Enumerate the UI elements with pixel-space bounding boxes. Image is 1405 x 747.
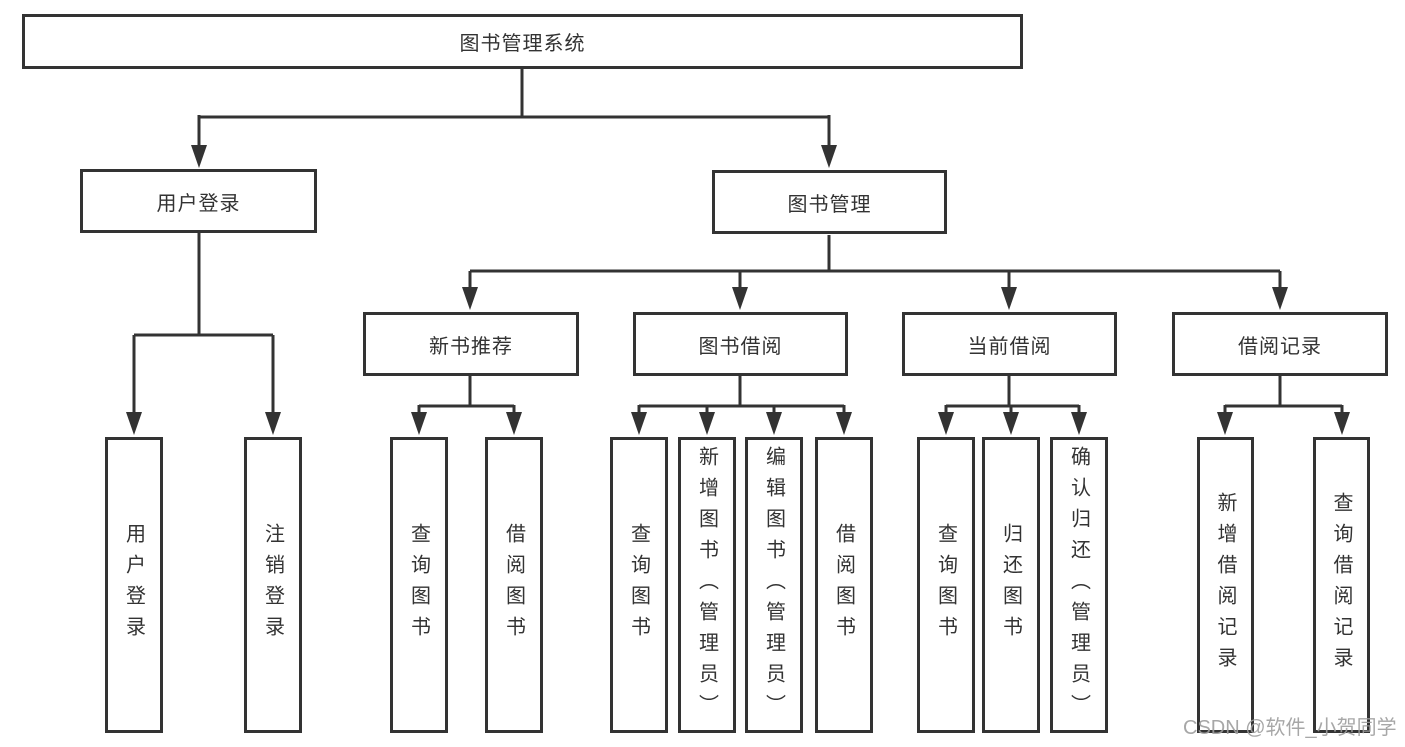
arrowhead-icon (938, 412, 954, 435)
leaf-add-borrow-record: 新增借阅记录 (1197, 437, 1254, 733)
leaf-label: 用户登录 (122, 523, 145, 647)
leaf-query-books-recommend: 查询图书 (390, 437, 448, 733)
leaf-label: 借阅图书 (502, 523, 525, 647)
leaf-label: 注销登录 (261, 523, 284, 647)
connector-path (132, 69, 1344, 414)
node-borrow-records: 借阅记录 (1172, 312, 1388, 376)
leaf-label: 新增图书（管理员） (695, 445, 718, 725)
leaf-query-books-current: 查询图书 (917, 437, 975, 733)
arrowhead-icon (506, 412, 522, 435)
leaf-add-book-admin: 新增图书（管理员） (678, 437, 736, 733)
node-label: 图书管理系统 (459, 33, 586, 55)
leaf-label: 借阅图书 (832, 523, 855, 647)
node-label: 当前借阅 (967, 335, 1052, 358)
arrowhead-icon (732, 287, 748, 310)
node-current-borrowing: 当前借阅 (902, 312, 1117, 376)
leaf-borrow-books-recommend: 借阅图书 (485, 437, 543, 733)
arrowhead-icon (265, 412, 281, 435)
arrowhead-icon (1334, 412, 1350, 435)
arrowhead-icon (821, 145, 837, 168)
arrowhead-icon (1003, 412, 1019, 435)
leaf-confirm-return-admin: 确认归还（管理员） (1050, 437, 1108, 733)
arrowhead-icon (191, 145, 207, 168)
leaf-logout: 注销登录 (244, 437, 302, 733)
leaf-return-book: 归还图书 (982, 437, 1040, 733)
node-label: 图书借阅 (698, 335, 783, 358)
node-book-borrowing: 图书借阅 (633, 312, 848, 376)
arrowhead-icon (126, 412, 142, 435)
node-new-book-recommendation: 新书推荐 (363, 312, 579, 376)
leaf-query-borrow-record: 查询借阅记录 (1313, 437, 1370, 733)
leaf-label: 编辑图书（管理员） (762, 445, 785, 725)
leaf-borrow-books-borrowing: 借阅图书 (815, 437, 873, 733)
node-user-login: 用户登录 (80, 169, 317, 233)
arrowhead-icon (462, 287, 478, 310)
arrowhead-icon (631, 412, 647, 435)
leaf-label: 查询图书 (934, 523, 957, 647)
node-library-management-system: 图书管理系统 (22, 14, 1023, 69)
leaf-query-books-borrowing: 查询图书 (610, 437, 668, 733)
leaf-user-login: 用户登录 (105, 437, 163, 733)
arrowhead-icon (699, 412, 715, 435)
arrowhead-icon (1001, 287, 1017, 310)
leaf-edit-book-admin: 编辑图书（管理员） (745, 437, 803, 733)
leaf-label: 查询借阅记录 (1330, 492, 1352, 678)
node-label: 用户登录 (156, 192, 241, 215)
arrowhead-icon (1071, 412, 1087, 435)
leaf-label: 查询图书 (627, 523, 650, 647)
leaf-label: 查询图书 (407, 523, 430, 647)
node-book-management: 图书管理 (712, 170, 947, 234)
leaf-label: 归还图书 (999, 523, 1022, 647)
csdn-watermark: CSDN @软件_小贺同学 (1183, 717, 1397, 739)
arrowhead-icon (1272, 287, 1288, 310)
node-label: 图书管理 (787, 193, 872, 216)
arrowhead-icon (836, 412, 852, 435)
leaf-label: 新增借阅记录 (1214, 492, 1236, 678)
arrowhead-icon (766, 412, 782, 435)
node-label: 借阅记录 (1238, 335, 1322, 358)
node-label: 新书推荐 (429, 335, 513, 358)
arrowhead-icon (411, 412, 427, 435)
arrowhead-icon (1217, 412, 1233, 435)
leaf-label: 确认归还（管理员） (1067, 445, 1090, 725)
